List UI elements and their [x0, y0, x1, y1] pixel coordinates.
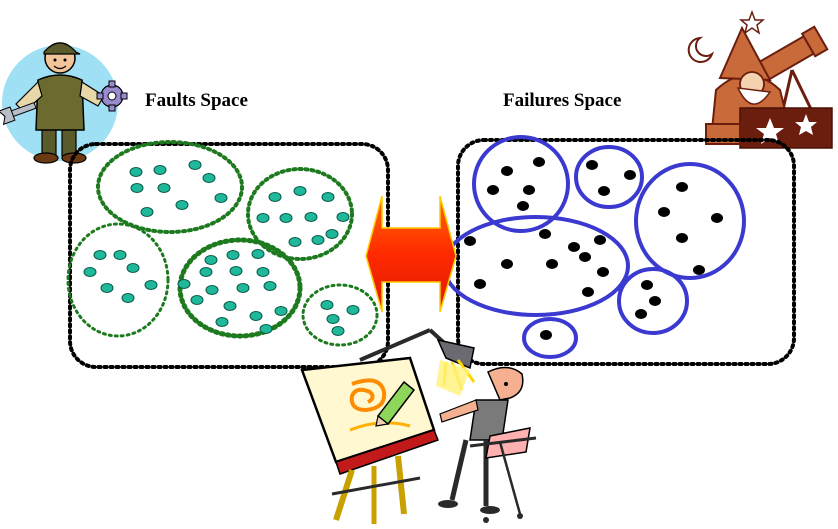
failure-dot [711, 213, 723, 223]
fault-dot [157, 183, 171, 193]
failure-cluster-5 [617, 267, 689, 335]
fault-cluster-5 [301, 283, 379, 347]
failure-dot [594, 235, 606, 245]
fault-dot [268, 192, 282, 202]
fault-cluster-2 [246, 167, 354, 261]
failures-space-region [456, 138, 796, 366]
failure-dots [464, 157, 723, 340]
failure-cluster-1 [472, 135, 570, 233]
fault-dot [249, 311, 263, 321]
fault-dot [304, 212, 318, 222]
fault-dot [130, 183, 144, 193]
failure-dot [546, 259, 558, 269]
failure-dot [579, 252, 591, 262]
fault-dot [129, 167, 143, 177]
failure-dot [487, 185, 499, 195]
fault-dot [256, 213, 270, 223]
fault-dot [93, 250, 107, 260]
fault-clusters [66, 140, 379, 347]
fault-dot [321, 192, 335, 202]
fault-dot [126, 263, 140, 273]
fault-dot [274, 306, 288, 316]
fault-dot [279, 213, 293, 223]
fault-dot [199, 267, 213, 277]
fault-dots [83, 160, 360, 336]
fault-dot [226, 250, 240, 260]
failure-dot [533, 157, 545, 167]
fault-dot [113, 250, 127, 260]
fault-dot [223, 301, 237, 311]
fault-dot [190, 295, 204, 305]
fault-dot [175, 200, 189, 210]
failure-dot [693, 265, 705, 275]
failure-dot [501, 166, 513, 176]
failure-dot [586, 160, 598, 170]
fault-dot [100, 283, 114, 293]
fault-dot [251, 249, 265, 259]
failure-dot [624, 170, 636, 180]
double-headed-arrow-icon [365, 195, 457, 313]
fault-dot [326, 314, 340, 324]
failure-dot [539, 229, 551, 239]
fault-dot [288, 237, 302, 247]
fault-dot [177, 279, 191, 289]
artist-icon [300, 328, 537, 524]
fault-dot [188, 160, 202, 170]
failure-cluster-6 [522, 317, 578, 359]
fault-cluster-3 [66, 222, 170, 338]
fault-dot [263, 281, 277, 291]
failure-dot [641, 280, 653, 290]
fault-dot [311, 235, 325, 245]
fault-dot [153, 165, 167, 175]
fault-dot [215, 317, 229, 327]
fault-dot [346, 305, 360, 315]
wizard-icon [687, 9, 833, 149]
fault-dot [229, 266, 243, 276]
failure-dot [517, 201, 529, 211]
fault-dot [214, 193, 228, 203]
faults-space-label: Faults Space [145, 90, 248, 111]
failure-dot [501, 259, 513, 269]
fault-dot [121, 293, 135, 303]
failure-dot [649, 296, 661, 306]
failure-dot [474, 279, 486, 289]
fault-cluster-4 [177, 237, 303, 339]
failure-dot [568, 242, 580, 252]
failure-dot [598, 186, 610, 196]
fault-dot [83, 267, 97, 277]
failure-dot [676, 233, 688, 243]
failure-dot [597, 267, 609, 277]
failures-space-label: Failures Space [503, 90, 622, 111]
fault-dot [144, 280, 158, 290]
fault-dot [331, 326, 345, 336]
fault-dot [205, 285, 219, 295]
fault-dot [336, 212, 350, 222]
mechanic-icon [0, 42, 128, 164]
failure-dot [540, 330, 552, 340]
failure-cluster-3 [634, 162, 746, 280]
failure-dot [676, 182, 688, 192]
failure-dot [582, 287, 594, 297]
failure-dot [658, 207, 670, 217]
fault-dot [140, 207, 154, 217]
fault-dot [325, 229, 339, 239]
failure-dot [464, 236, 476, 246]
fault-cluster-1 [96, 140, 244, 234]
fault-dot [202, 173, 216, 183]
fault-dot [236, 283, 250, 293]
fault-dot [256, 267, 270, 277]
failure-dot [523, 185, 535, 195]
fault-dot [259, 324, 273, 334]
failure-cluster-2 [574, 145, 644, 209]
failure-dot [635, 309, 647, 319]
fault-dot [320, 300, 334, 310]
fault-dot [204, 255, 218, 265]
fault-dot [293, 186, 307, 196]
failure-cluster-4 [442, 215, 630, 317]
failure-clusters [442, 135, 746, 359]
